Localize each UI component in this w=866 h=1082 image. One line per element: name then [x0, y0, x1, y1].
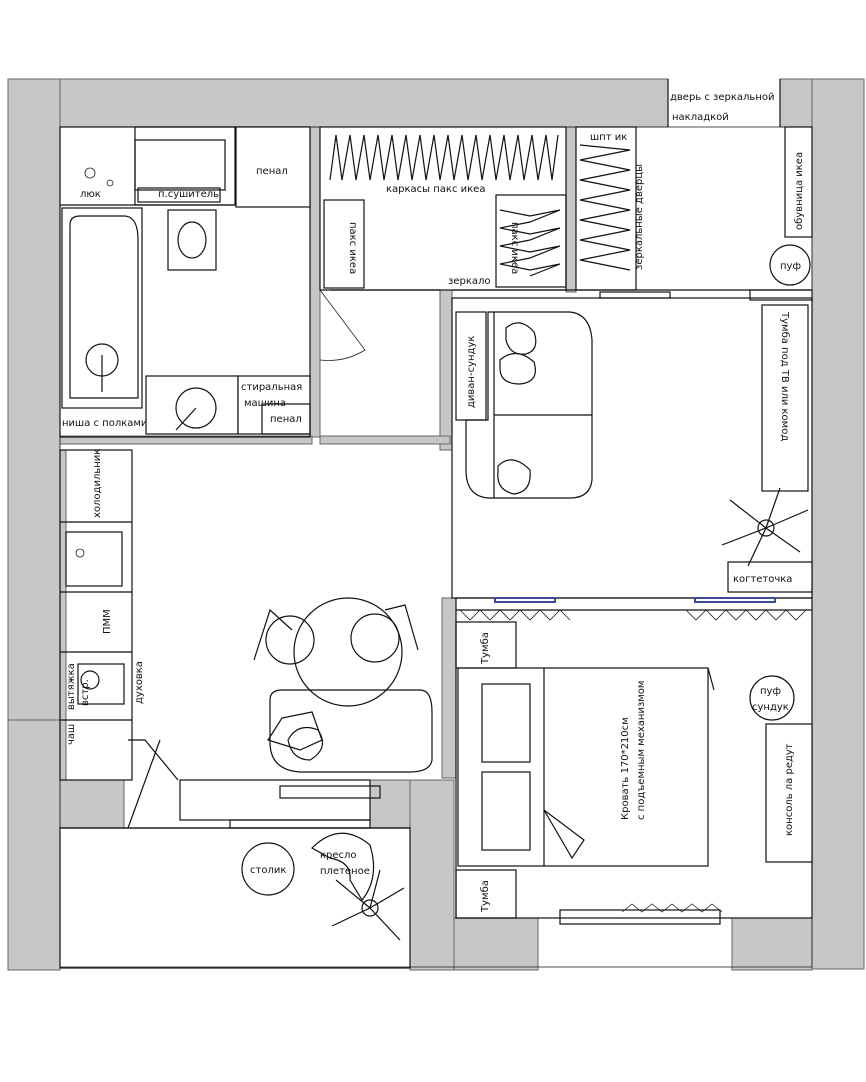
balcony	[59, 779, 411, 969]
label-shelf: шпт ик	[590, 132, 627, 143]
label-nightstand-2: Тумба	[480, 880, 491, 913]
dining	[253, 597, 433, 773]
label-mirrored-doors: зеркальные дверцы	[634, 164, 645, 270]
label-oven: духовка	[134, 661, 145, 704]
label-pouf-1: пуф	[780, 261, 801, 272]
label-hood: вытяжка	[66, 663, 77, 710]
bedroom	[455, 597, 813, 925]
label-bed-1: Кровать 170*210см	[620, 717, 631, 820]
walls	[7, 78, 865, 971]
living	[451, 244, 813, 599]
label-armchair-2: плетеное	[320, 866, 370, 877]
bathroom	[59, 126, 311, 438]
label-pouf-2: пуф	[760, 686, 781, 697]
label-table: столик	[250, 865, 286, 876]
label-fridge: холодильник	[92, 449, 103, 518]
label-builtin: встр.	[80, 679, 91, 706]
label-dishwasher: ПММ	[102, 609, 113, 634]
kitchen	[59, 449, 179, 829]
label-wardrobe-frames: каркасы пакс икеа	[386, 184, 485, 195]
label-sofa-chest: диван-сундук	[466, 336, 477, 408]
label-nightstand-1: Тумба	[480, 632, 491, 665]
label-door-mirror-1: дверь с зеркальной	[670, 92, 774, 103]
label-shoe-rack: обувница икеа	[794, 152, 805, 230]
text-labels: люк п.сушитель пенал каркасы пакс икеа п…	[62, 92, 805, 913]
label-tall-cabinet-2: пенал	[270, 414, 302, 425]
label-washing-machine-2: машина	[244, 398, 286, 409]
label-pax-1: пакс икеа	[347, 222, 358, 274]
label-tv-stand: Тумба под ТВ или комод	[779, 311, 790, 441]
label-scratcher: когтеточка	[733, 574, 792, 585]
label-armchair-1: кресло	[320, 850, 357, 861]
label-mirror: зеркало	[448, 276, 491, 287]
label-chest: сундук	[752, 702, 789, 713]
label-towel-dryer: п.сушитель	[158, 189, 219, 200]
plant-icon	[331, 869, 405, 941]
label-niche: ниша с полками	[62, 418, 147, 429]
label-tall-cabinet-1: пенал	[256, 166, 288, 177]
label-hatch: люк	[80, 189, 101, 200]
label-door-mirror-2: накладкой	[672, 112, 729, 123]
label-kettle: чаш	[66, 724, 77, 745]
label-washing-machine-1: стиральная	[241, 382, 302, 393]
hall	[319, 79, 813, 361]
plant-icon	[721, 487, 809, 567]
label-pax-2: пакс икеа	[509, 222, 520, 274]
label-bed-2: с подъемным механизмом	[636, 681, 647, 820]
label-console: консоль ла редут	[784, 743, 795, 836]
